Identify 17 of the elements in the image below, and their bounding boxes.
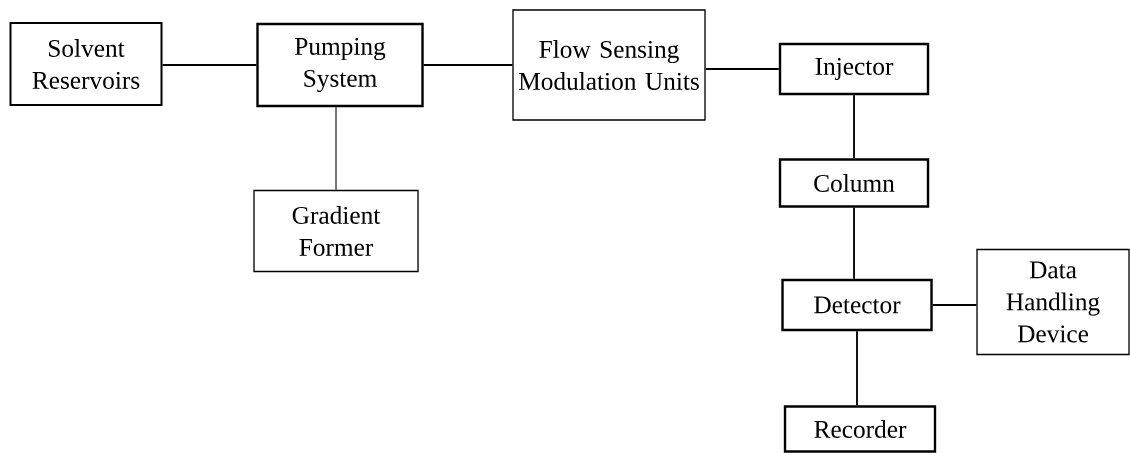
process-box: Detector [781,278,933,332]
connector-line [931,304,978,306]
process-box: Column [778,158,930,208]
process-box: Data Handling Device [976,248,1130,356]
connector-line [704,68,780,70]
connector-line [853,206,855,280]
connector-line [856,330,858,407]
connector-line [161,64,258,66]
process-box: Solvent Reservoirs [9,22,163,106]
process-box: Flow Sensing Modulation Units [512,9,706,121]
connector-line [422,64,514,66]
connector-line [853,94,855,160]
process-box: Injector [778,42,930,96]
process-box: Recorder [783,405,937,453]
process-box: Gradient Former [253,189,419,273]
connector-line [335,106,337,191]
process-box: Pumping System [256,22,424,108]
